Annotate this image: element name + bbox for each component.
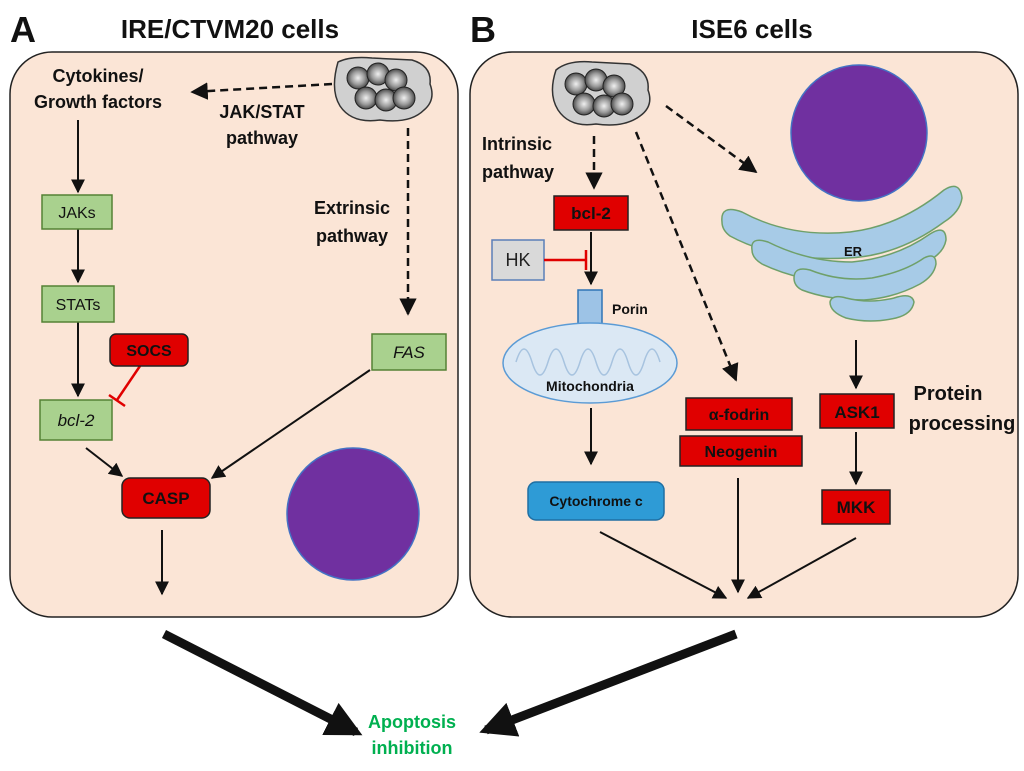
cytochrome-box bbox=[527, 481, 665, 521]
fas-label: FAS bbox=[393, 343, 425, 362]
fodrin-label: α-fodrin bbox=[709, 407, 769, 424]
bcl2-label-a: bcl-2 bbox=[58, 411, 95, 430]
fas-box bbox=[371, 333, 447, 371]
ask1-label: ASK1 bbox=[834, 403, 879, 422]
fodrin-box bbox=[685, 397, 793, 431]
socs-inhibition-line bbox=[115, 365, 142, 401]
panel-b-letter: B bbox=[470, 9, 496, 50]
stats-label: STATs bbox=[56, 297, 101, 314]
arrow-cytochrome-converge bbox=[599, 531, 728, 599]
mkk-label: MKK bbox=[837, 498, 876, 517]
nucleus-a bbox=[286, 447, 420, 581]
neogenin-box bbox=[679, 435, 803, 467]
cytokines-label-line2: Growth factors bbox=[34, 92, 162, 112]
neogenin-label: Neogenin bbox=[705, 444, 778, 461]
arrow-mkk-converge bbox=[746, 537, 857, 599]
cytokines-label-line1: Cytokines/ bbox=[52, 66, 143, 86]
porin-label: Porin bbox=[612, 301, 648, 317]
jakstat-dashed-arrow bbox=[190, 82, 333, 100]
bcl2-box-a bbox=[39, 399, 113, 441]
arrow-fas-casp bbox=[210, 369, 371, 479]
extrinsic-label-line2: pathway bbox=[316, 226, 388, 246]
outcome-label-line2: inhibition bbox=[372, 738, 453, 758]
socs-label: SOCS bbox=[126, 343, 172, 360]
panel-a-title: IRE/CTVM20 cells bbox=[121, 14, 339, 44]
socs-inhibition-bar bbox=[108, 393, 126, 408]
bcl2-label-b: bcl-2 bbox=[571, 204, 611, 223]
stats-box bbox=[41, 285, 115, 323]
jakstat-label-line2: pathway bbox=[226, 128, 298, 148]
casp-label: CASP bbox=[142, 489, 189, 508]
virus-cluster-b bbox=[551, 60, 651, 126]
jakstat-label-line1: JAK/STAT bbox=[219, 102, 304, 122]
porin-channel bbox=[577, 289, 603, 325]
extrinsic-label-line1: Extrinsic bbox=[314, 198, 390, 218]
hk-label: HK bbox=[505, 250, 530, 270]
intrinsic-label-line2: pathway bbox=[482, 162, 554, 182]
arrow-bcl2-casp bbox=[85, 447, 124, 477]
fodrin-dashed-arrow bbox=[634, 131, 739, 382]
er-dashed-arrow bbox=[665, 104, 758, 174]
jaks-box bbox=[41, 194, 113, 230]
mkk-box bbox=[821, 489, 891, 525]
panel-a-letter: A bbox=[10, 9, 36, 50]
protein-label-line1: Protein bbox=[914, 383, 983, 405]
nucleus-b bbox=[790, 64, 928, 202]
socs-box bbox=[109, 333, 189, 367]
mitochondria-organelle bbox=[502, 322, 678, 404]
hk-box bbox=[491, 239, 545, 281]
outcome-label-line1: Apoptosis bbox=[368, 712, 456, 732]
intrinsic-label-line1: Intrinsic bbox=[482, 134, 552, 154]
big-arrow-left bbox=[161, 629, 363, 737]
protein-label-line2: processing bbox=[909, 413, 1016, 435]
panel-b-title: ISE6 cells bbox=[691, 14, 812, 44]
bcl2-box-b bbox=[553, 195, 629, 231]
cytochrome-label: Cytochrome c bbox=[549, 493, 643, 509]
big-arrow-right bbox=[479, 629, 738, 737]
er-label: ER bbox=[844, 244, 863, 259]
casp-box bbox=[121, 477, 211, 519]
ask1-box bbox=[819, 393, 895, 429]
er-organelle bbox=[721, 185, 963, 322]
mitochondria-label: Mitochondria bbox=[546, 378, 634, 394]
virus-cluster-a bbox=[333, 56, 433, 122]
jaks-label: JAKs bbox=[58, 205, 95, 222]
